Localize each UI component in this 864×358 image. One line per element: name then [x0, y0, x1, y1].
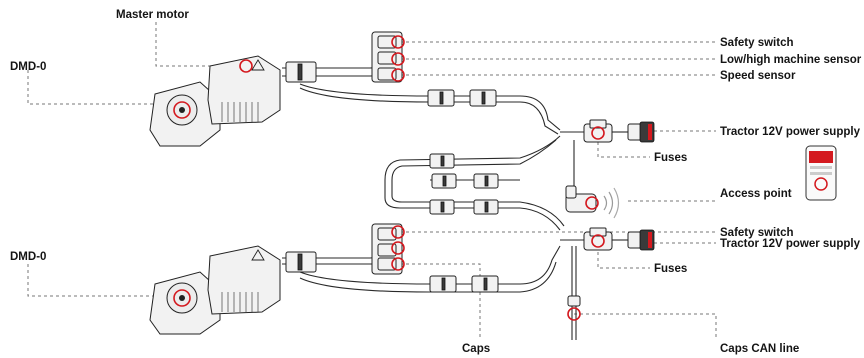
leader-master-motor: [155, 22, 240, 67]
can-line-terminator: [567, 295, 581, 321]
label-low-high-sensor: Low/high machine sensor: [720, 54, 862, 66]
caps-can-marker: [567, 307, 581, 321]
label-tractor-power-top: Tractor 12V power supply: [720, 126, 861, 138]
motor-top: [149, 55, 281, 147]
low-high-sensor-marker: [391, 52, 405, 66]
label-speed-sensor: Speed sensor: [720, 70, 796, 82]
caps-marker-2: [391, 257, 405, 271]
connector-bottom-2: [429, 275, 457, 293]
connector-mid-5: [473, 199, 499, 215]
label-fuses-top: Fuses: [654, 152, 687, 164]
leader-fuses-bottom: [597, 246, 650, 269]
sensor-block-bottom: [371, 223, 405, 275]
smartphone-app-icon: [805, 145, 837, 201]
safety-switch-bottom-marker: [391, 225, 405, 239]
label-master-motor: Master motor: [116, 9, 189, 21]
leader-caps-can: [574, 313, 717, 340]
fuses-bottom-marker: [591, 234, 605, 248]
labels: Master motor DMD-0 Safety switch Low/hig…: [10, 9, 862, 355]
inline-connectors: [285, 61, 499, 293]
leader-caps: [400, 263, 481, 338]
connector-top-3: [469, 89, 497, 107]
label-tractor-power-bottom: Tractor 12V power supply: [720, 238, 861, 250]
caps-marker-1: [391, 241, 405, 255]
connector-bottom-3: [471, 275, 499, 293]
leader-fuses-top: [597, 136, 650, 158]
label-dmd-top: DMD-0: [10, 61, 46, 73]
leader-dmd-top: [27, 70, 178, 105]
label-safety-switch-top: Safety switch: [720, 37, 794, 49]
master-motor-marker: [239, 59, 253, 73]
label-access-point: Access point: [720, 188, 792, 200]
connector-top-1: [285, 61, 317, 83]
label-caps: Caps: [462, 343, 490, 355]
connector-mid-4: [429, 199, 455, 215]
access-point-device: [565, 185, 620, 219]
power-plug-top: [627, 121, 655, 143]
label-dmd-bottom: DMD-0: [10, 251, 46, 263]
fuse-box-bottom: [583, 227, 613, 251]
label-fuses-bottom: Fuses: [654, 263, 687, 275]
motor-bottom: [149, 245, 281, 335]
warning-triangle-icon: [251, 59, 265, 71]
warning-triangle-icon: [251, 249, 265, 261]
wifi-signal-icon: [603, 187, 620, 219]
leader-dmd-bottom: [27, 264, 178, 297]
connector-bottom-1: [285, 251, 317, 273]
label-caps-can-line: Caps CAN line: [720, 343, 799, 355]
sensor-block-top: [371, 31, 405, 83]
power-plug-bottom: [627, 229, 655, 251]
safety-switch-top-marker: [391, 35, 405, 49]
fuse-box-top: [583, 119, 613, 143]
connector-mid-2: [431, 173, 457, 189]
connector-mid-1: [429, 153, 455, 169]
connector-top-2: [427, 89, 455, 107]
leader-lines: [27, 22, 717, 340]
connector-mid-3: [473, 173, 499, 189]
speed-sensor-marker: [391, 68, 405, 82]
access-point-marker: [585, 196, 599, 210]
label-safety-switch-bottom: Safety switch: [720, 227, 794, 239]
fuses-top-marker: [591, 126, 605, 140]
